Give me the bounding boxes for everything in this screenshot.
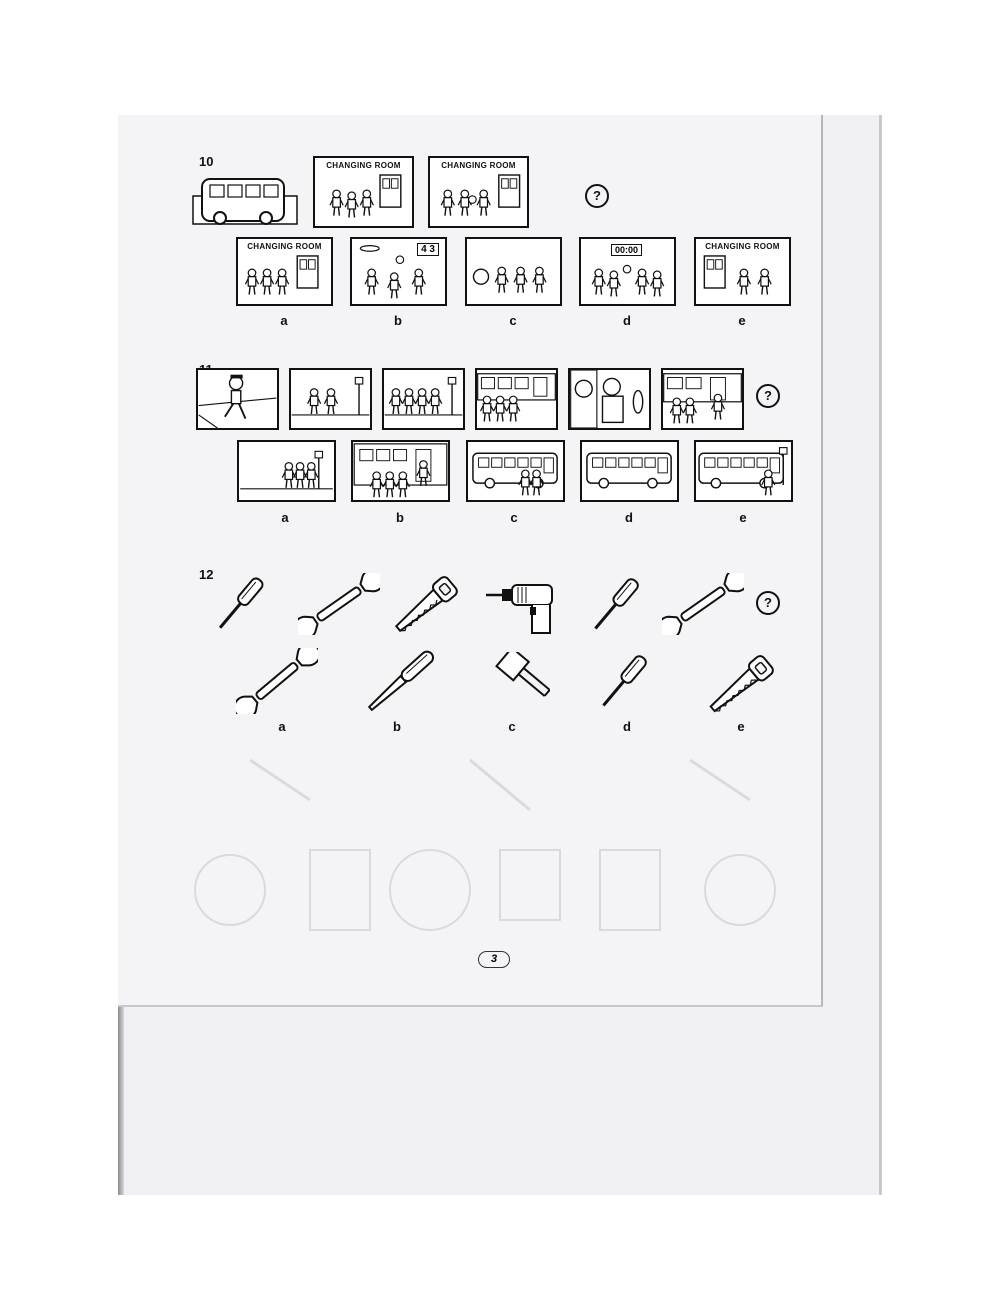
- option-11-d[interactable]: [580, 440, 679, 502]
- sequence-panel-boarding: [661, 368, 744, 430]
- bleed-through-illustration: [194, 758, 776, 931]
- wrench-icon: [662, 573, 744, 635]
- sequence-panel-bus: [192, 178, 298, 225]
- option-10-a[interactable]: CHANGING ROOM: [236, 237, 333, 306]
- sequence-panel-queue-2: [382, 368, 465, 430]
- question-number-10: 10: [199, 154, 214, 169]
- option-12-e-saw-icon[interactable]: [700, 650, 782, 720]
- page-edge-bottom: [124, 1007, 879, 1195]
- option-10-d[interactable]: 00:00: [579, 237, 676, 306]
- option-label: b: [394, 313, 402, 328]
- option-11-b[interactable]: [351, 440, 450, 502]
- option-10-b[interactable]: 4 3: [350, 237, 447, 306]
- option-11-c[interactable]: [466, 440, 565, 502]
- question-mark-11[interactable]: ?: [756, 384, 780, 408]
- option-label: d: [623, 313, 631, 328]
- option-label: c: [509, 313, 517, 328]
- sequence-panel-bus-arrives: [475, 368, 558, 430]
- option-label: d: [623, 719, 631, 734]
- panel-sign: CHANGING ROOM: [705, 242, 780, 251]
- option-label: e: [738, 313, 746, 328]
- question-mark-10[interactable]: ?: [585, 184, 609, 208]
- question-number-12: 12: [199, 567, 214, 582]
- screwdriver-icon: [594, 578, 639, 630]
- option-12-a-wrench-icon[interactable]: [236, 648, 318, 714]
- sequence-panel-2: CHANGING ROOM: [313, 156, 414, 228]
- option-10-e[interactable]: CHANGING ROOM: [694, 237, 791, 306]
- page-number: 3: [478, 951, 510, 968]
- sequence-panel-3: CHANGING ROOM: [428, 156, 529, 228]
- sequence-panel-queue-1: [289, 368, 372, 430]
- wrench-icon: [298, 573, 380, 635]
- option-label: e: [737, 719, 745, 734]
- option-label: c: [510, 510, 518, 525]
- drill-icon: [486, 584, 553, 634]
- option-12-d-screwdriver-icon[interactable]: [588, 650, 660, 712]
- sequence-panel-driver: [568, 368, 651, 430]
- sequence-panel-boy-running: [196, 368, 279, 430]
- question-mark-12[interactable]: ?: [756, 591, 780, 615]
- panel-sign: CHANGING ROOM: [441, 161, 516, 170]
- option-12-c-mallet-icon[interactable]: [480, 652, 550, 714]
- panel-sign: CHANGING ROOM: [247, 242, 322, 251]
- option-label: c: [508, 719, 516, 734]
- option-label: e: [739, 510, 747, 525]
- option-label: d: [625, 510, 633, 525]
- option-label: a: [278, 719, 286, 734]
- option-label: b: [396, 510, 404, 525]
- page-shadow: [879, 115, 882, 1195]
- screwdriver-icon: [218, 577, 264, 629]
- option-12-b-chisel-icon[interactable]: [356, 648, 446, 714]
- option-10-c[interactable]: [465, 237, 562, 306]
- panel-sign: CHANGING ROOM: [326, 161, 401, 170]
- scoreboard: 00:00: [611, 244, 643, 256]
- option-11-e[interactable]: [694, 440, 793, 502]
- option-11-a[interactable]: [237, 440, 336, 502]
- option-label: a: [280, 313, 288, 328]
- option-label: a: [281, 510, 289, 525]
- saw-icon: [394, 576, 458, 633]
- scoreboard: 4 3: [417, 243, 439, 256]
- option-label: b: [393, 719, 401, 734]
